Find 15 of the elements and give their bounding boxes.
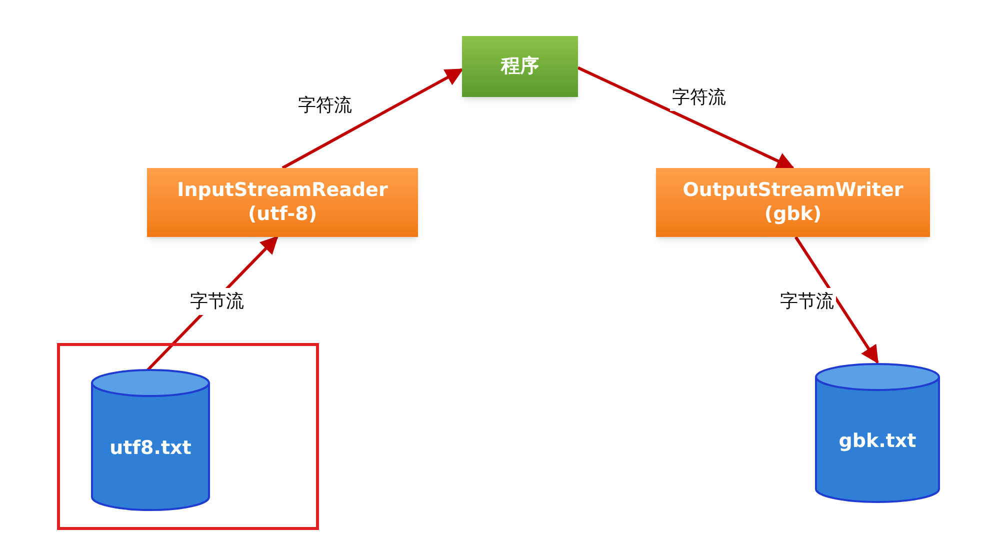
arrow: [794, 236, 879, 364]
process-box: [462, 36, 578, 97]
node-label: utf8.txt: [110, 436, 192, 461]
node-label: gbk.txt: [838, 428, 916, 454]
process-box: [656, 168, 930, 237]
node-label: (utf-8): [248, 202, 317, 226]
arrow: [282, 68, 464, 170]
highlight-frame: [57, 343, 319, 530]
arrow: [577, 66, 795, 170]
node-label: (gbk): [764, 202, 822, 226]
node-label: OutputStreamWriter: [682, 178, 904, 202]
node-label: InputStreamReader: [177, 178, 388, 202]
node-label: 程序: [501, 54, 539, 78]
edge-label: 字节流: [188, 288, 246, 315]
process-box: [147, 168, 418, 237]
